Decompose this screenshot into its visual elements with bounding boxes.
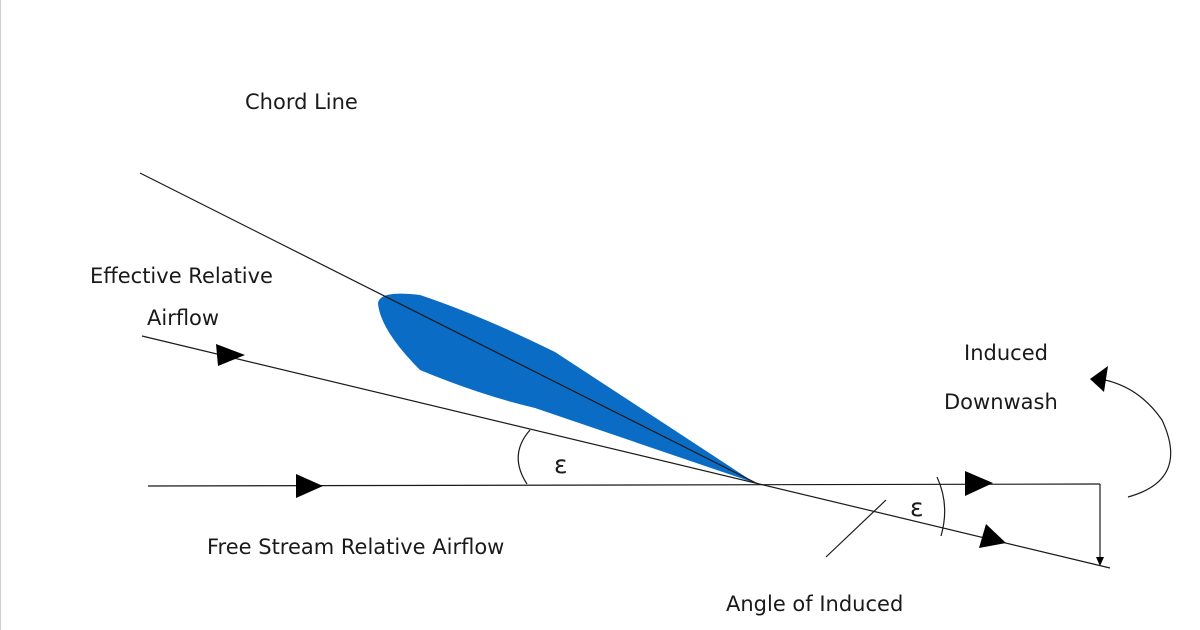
chord-line-label: Chord Line bbox=[245, 90, 358, 114]
downwash-small-arrowhead bbox=[1096, 557, 1104, 566]
epsilon-left-label: ε bbox=[554, 450, 568, 479]
downwash-curved-arrowhead bbox=[1090, 366, 1108, 392]
free-stream-relative-airflow-line bbox=[147, 483, 1101, 487]
epsilon-right-label: ε bbox=[910, 493, 924, 522]
effective-relative-label-line1: Effective Relative bbox=[90, 264, 273, 288]
effective-relative-airflow-line bbox=[141, 335, 1111, 569]
effective-airflow-arrowhead bbox=[216, 344, 245, 366]
free-stream-arrowhead-right bbox=[965, 471, 993, 496]
epsilon-arc-left bbox=[517, 429, 531, 485]
free-stream-label: Free Stream Relative Airflow bbox=[207, 535, 504, 559]
angle-pointer-line bbox=[825, 499, 887, 558]
free-stream-arrowhead-left bbox=[296, 474, 323, 498]
chord-line bbox=[139, 172, 759, 485]
effective-relative-label-line2: Airflow bbox=[147, 306, 219, 330]
angle-of-induced-label: Angle of Induced bbox=[726, 592, 903, 616]
induced-label-line2: Downwash bbox=[944, 390, 1058, 414]
effective-airflow-arrowhead-right bbox=[979, 524, 1006, 548]
downwash-curved-arrow bbox=[1104, 379, 1172, 498]
induced-label-line1: Induced bbox=[964, 341, 1048, 365]
epsilon-arc-right bbox=[936, 476, 946, 537]
